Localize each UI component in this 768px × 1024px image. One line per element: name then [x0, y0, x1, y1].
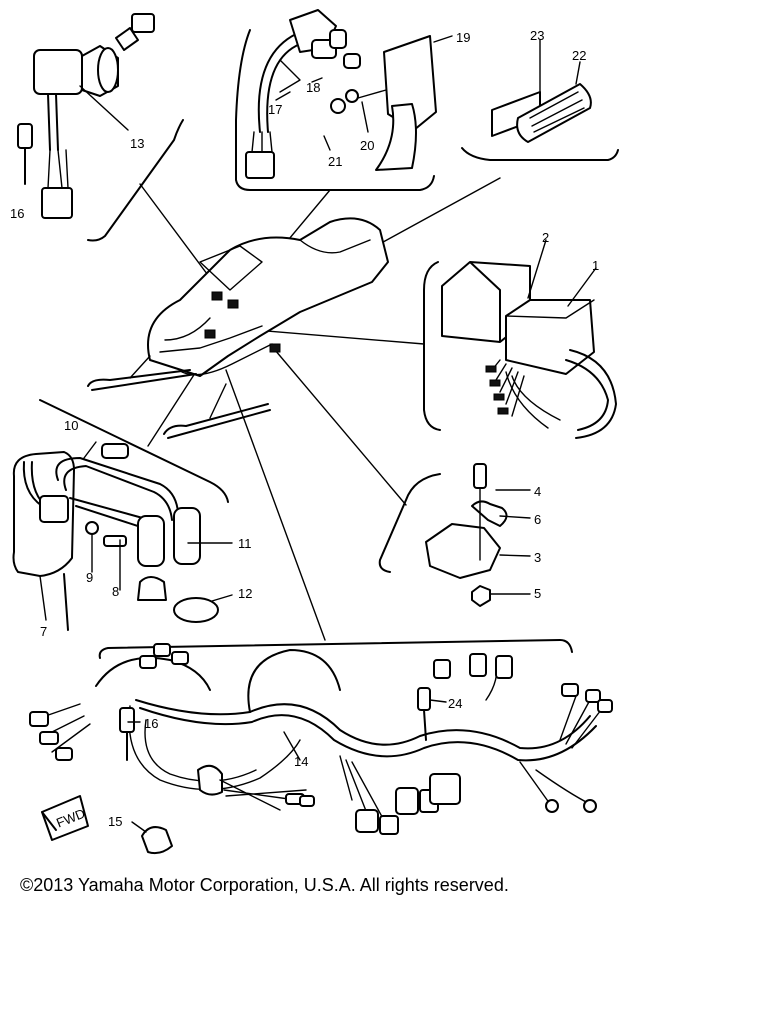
bracket-cdi-group [423, 261, 441, 431]
cdi-unit-part [441, 261, 617, 439]
callout-9: 9 [86, 570, 93, 585]
bracket-harness-group [98, 639, 573, 659]
bracket-reflector-group [461, 147, 619, 161]
callout-8: 8 [112, 584, 119, 599]
reflector-part [491, 83, 592, 143]
callout-19: 19 [456, 30, 470, 45]
callout-labels: 1 2 3 4 5 6 7 8 9 10 11 12 13 14 15 16 1… [10, 28, 599, 829]
cable-tie-part-upper [17, 123, 33, 185]
callout-20: 20 [360, 138, 374, 153]
leader-harness [225, 369, 326, 641]
callout-17: 17 [268, 102, 282, 117]
wire-harness-part [29, 643, 613, 835]
callout-16-upper: 16 [10, 206, 24, 221]
callout-3: 3 [534, 550, 541, 565]
callout-5: 5 [534, 586, 541, 601]
main-switch-part [33, 13, 155, 219]
callout-1: 1 [592, 258, 599, 273]
cable-tie-part-lower [119, 687, 431, 761]
bracket-coil-group [39, 399, 229, 503]
callout-16-lower: 16 [144, 716, 158, 731]
callout-22: 22 [572, 48, 586, 63]
callout-18: 18 [306, 80, 320, 95]
parts-diagram: FWD 1 2 3 4 5 6 7 8 9 10 11 12 13 14 15 … [10, 9, 619, 855]
callout-15: 15 [108, 814, 122, 829]
lamp-bracket-part [330, 35, 437, 171]
bracket-clamp-group [378, 473, 441, 573]
handlebar-switch-part [245, 9, 361, 179]
callout-10: 10 [64, 418, 78, 433]
spark-plug-leads-part [55, 443, 219, 623]
clamp-assembly-part [425, 463, 508, 607]
leader-clamp [274, 349, 407, 506]
callout-4: 4 [534, 484, 541, 499]
callout-2: 2 [542, 230, 549, 245]
callout-21: 21 [328, 154, 342, 169]
callout-13: 13 [130, 136, 144, 151]
copyright-notice: ©2013 Yamaha Motor Corporation, U.S.A. A… [20, 875, 509, 895]
wire-clip-part [141, 826, 173, 855]
callout-6: 6 [534, 512, 541, 527]
callout-12: 12 [238, 586, 252, 601]
callout-7: 7 [40, 624, 47, 639]
snowmobile-illustration [87, 217, 389, 439]
callout-11: 11 [238, 536, 252, 551]
ignition-coil-part [12, 451, 75, 631]
bracket-ignition-group [87, 119, 184, 242]
forward-direction-badge: FWD [41, 795, 89, 841]
callout-24: 24 [448, 696, 462, 711]
bracket-handlebar-switch-group [235, 29, 435, 191]
callout-14: 14 [294, 754, 308, 769]
callout-23: 23 [530, 28, 544, 43]
